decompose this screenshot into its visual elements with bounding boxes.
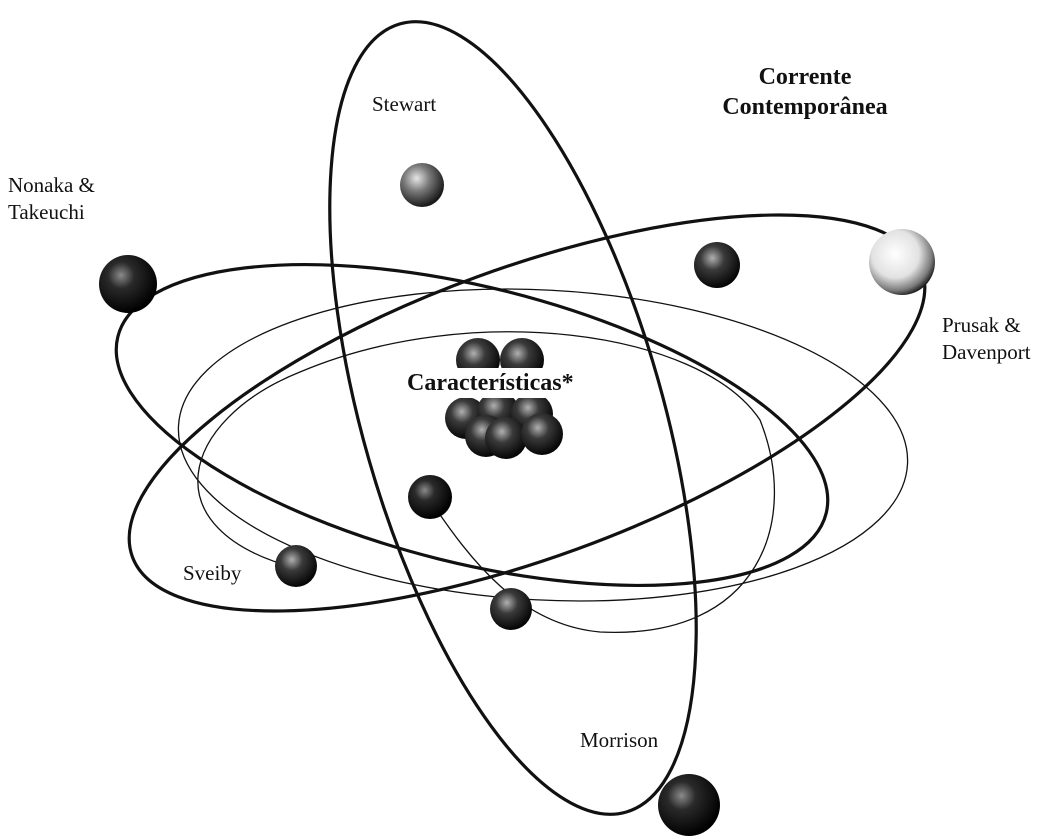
nucleus-ball bbox=[485, 417, 527, 459]
electron-lower-center bbox=[490, 588, 532, 630]
center-label: Características* bbox=[405, 368, 576, 398]
orbit-sveiby bbox=[177, 288, 909, 602]
nucleus bbox=[445, 338, 563, 459]
label-morrison: Morrison bbox=[580, 728, 659, 752]
electron-upper-right bbox=[694, 242, 740, 288]
label-nonaka-line2: Takeuchi bbox=[8, 200, 85, 224]
orbit-vertical bbox=[328, 20, 698, 816]
diagram-title-line2: Contemporânea bbox=[722, 94, 888, 120]
label-nonaka-line1: Nonaka & bbox=[8, 173, 95, 197]
label-prusak: Prusak & Davenport bbox=[942, 312, 1031, 366]
electron-morrison bbox=[658, 774, 720, 836]
electron-nonaka bbox=[99, 255, 157, 313]
diagram-title: Corrente Contemporânea bbox=[700, 62, 910, 122]
orbit-inner-arc bbox=[197, 331, 776, 633]
label-prusak-line2: Davenport bbox=[942, 340, 1031, 364]
label-nonaka: Nonaka & Takeuchi bbox=[8, 172, 95, 226]
electron-sveiby bbox=[275, 545, 317, 587]
electron-prusak bbox=[869, 229, 935, 295]
diagram-title-line1: Corrente bbox=[758, 64, 852, 90]
label-sveiby: Sveiby bbox=[183, 561, 242, 585]
electron-center-left bbox=[408, 475, 452, 519]
label-stewart: Stewart bbox=[372, 92, 437, 116]
nucleus-ball bbox=[521, 413, 563, 455]
label-prusak-line1: Prusak & bbox=[942, 313, 1021, 337]
electron-stewart bbox=[400, 163, 444, 207]
orbit-nonaka-morrison bbox=[114, 263, 830, 587]
